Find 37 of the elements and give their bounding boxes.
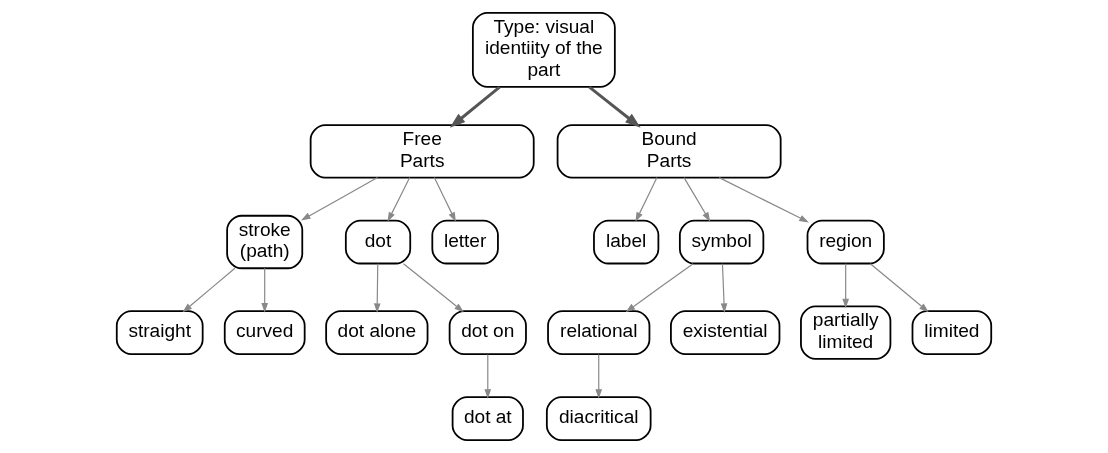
arrow xyxy=(301,177,379,221)
arrow xyxy=(635,177,658,222)
node-box: dot on xyxy=(448,310,527,356)
node-box: letter xyxy=(431,219,499,265)
node-box: existential xyxy=(670,310,781,356)
node-box: straight xyxy=(115,310,204,356)
node-box: partially limited xyxy=(800,305,892,360)
arrow xyxy=(449,86,501,128)
node-box: dot at xyxy=(451,396,524,441)
node-box: region xyxy=(806,219,885,265)
node-box: Bound Parts xyxy=(556,124,782,179)
arrow xyxy=(625,263,694,313)
node-box: diacritical xyxy=(545,396,652,441)
arrow xyxy=(720,263,728,313)
node-box: symbol xyxy=(678,219,765,265)
arrow xyxy=(261,267,269,313)
node-box: curved xyxy=(223,310,306,356)
arrow xyxy=(683,177,711,222)
arrow xyxy=(588,86,641,128)
node-box: dot xyxy=(344,219,412,265)
node-box: Type: visual identiity of the part xyxy=(472,12,616,88)
arrow xyxy=(387,177,411,222)
node-box: dot alone xyxy=(325,310,429,356)
arrow xyxy=(484,353,492,399)
arrow xyxy=(402,263,464,313)
arrow xyxy=(869,263,929,313)
node-box: stroke (path) xyxy=(226,214,304,270)
arrow xyxy=(433,177,456,222)
arrow xyxy=(718,177,809,223)
node-box: limited xyxy=(911,310,993,356)
node-box: Free Parts xyxy=(309,124,535,179)
arrow xyxy=(842,263,850,309)
node-box: relational xyxy=(547,310,651,356)
arrow xyxy=(373,263,381,313)
node-box: label xyxy=(593,219,660,265)
arrow xyxy=(595,353,603,399)
arrow xyxy=(182,267,236,313)
